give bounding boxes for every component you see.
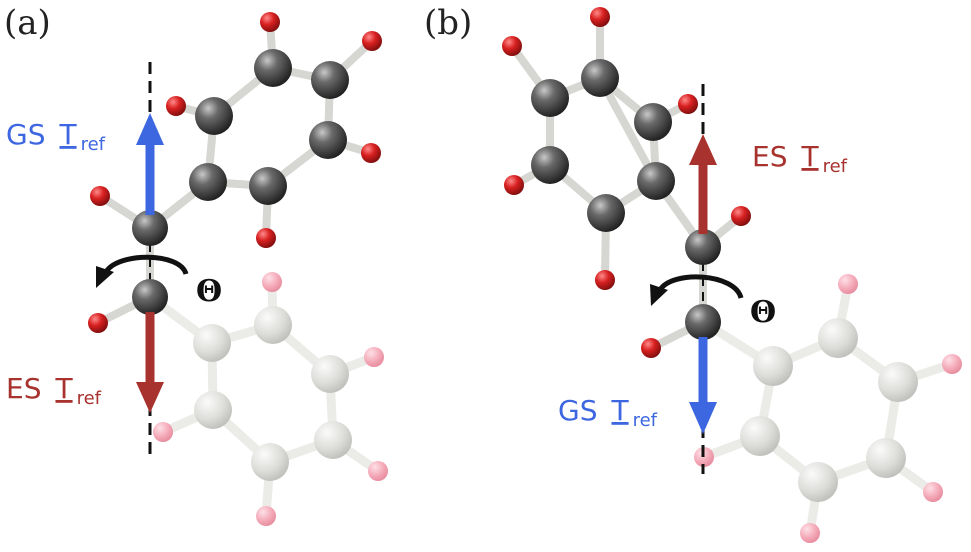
es-transition-arrow-a [136, 312, 164, 413]
theta-label-a: Θ [196, 274, 222, 309]
panel-b: (b) [424, 3, 962, 543]
gs-transition-arrow-b [689, 337, 717, 434]
phenyl-ring-a [146, 12, 382, 248]
rotation-arrow-a [96, 254, 189, 288]
rotation-arrow-b [650, 274, 744, 306]
panel-b-label: (b) [424, 3, 472, 43]
ethylene-core-a [88, 186, 168, 333]
panel-a: (a) [4, 3, 388, 526]
theta-label-b: Θ [750, 295, 776, 330]
es-transition-arrow-b [689, 134, 717, 234]
gs-label-b: GS T ref [558, 394, 658, 431]
faded-phenyl-ring-b [694, 274, 962, 543]
gs-label-a: GS T ref [6, 118, 106, 155]
gs-transition-arrow-a [136, 113, 164, 215]
faded-phenyl-ring-a [145, 272, 388, 526]
es-label-b: ES T ref [752, 140, 848, 177]
ethylene-core-b [641, 206, 751, 358]
es-label-a: ES T ref [6, 372, 102, 409]
phenyl-ring-b [502, 7, 707, 290]
panel-a-label: (a) [4, 3, 51, 43]
